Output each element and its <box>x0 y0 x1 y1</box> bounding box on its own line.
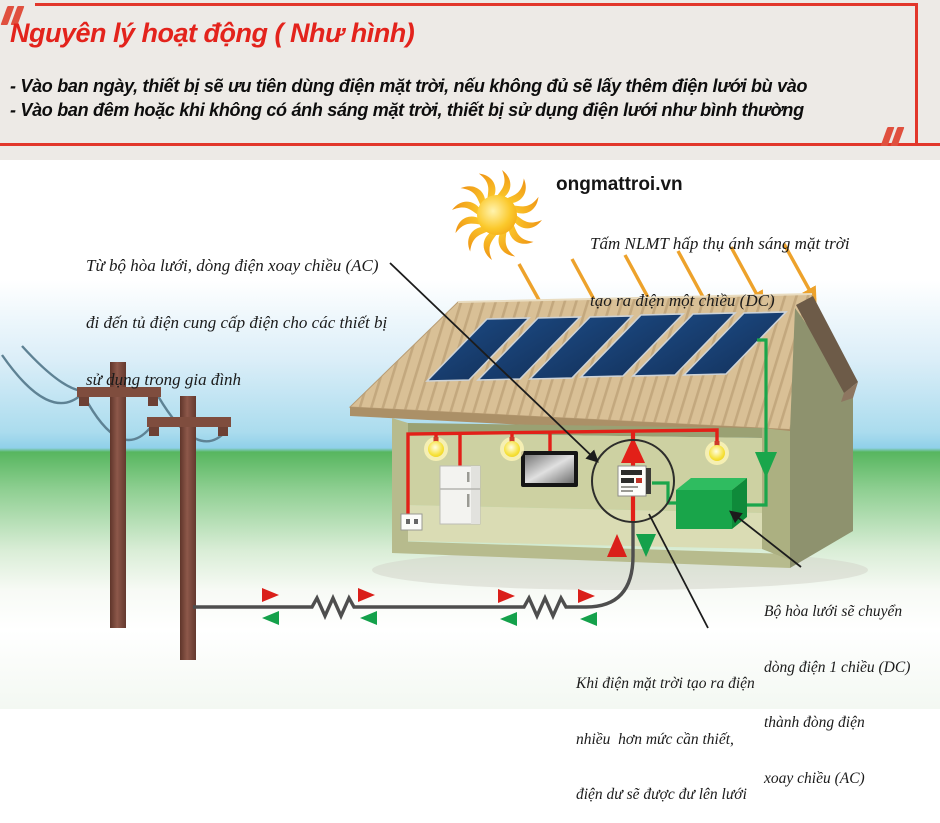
bullet-night: - Vào ban đêm hoặc khi không có ánh sáng… <box>10 100 804 120</box>
grid-line <box>193 521 635 621</box>
flow-arrows-red <box>262 534 627 603</box>
gable-fascia <box>796 296 858 393</box>
solar-panels <box>425 311 788 382</box>
note-inverter: Bộ hòa lưới sẽ chuyển dòng điện 1 chiều … <box>764 603 911 787</box>
front-bottom-wall <box>392 541 790 568</box>
interior-floor <box>408 505 762 549</box>
inverter-box <box>676 478 747 529</box>
bullet-day: - Vào ban ngày, thiết bị sẽ ưu tiên dùng… <box>10 76 808 96</box>
outlet <box>400 513 423 531</box>
meter-circle <box>591 439 675 523</box>
light-bulb <box>424 437 448 461</box>
electric-meter <box>617 465 651 497</box>
green-down-arrow <box>755 452 777 478</box>
accent-line-right <box>915 3 918 144</box>
quote-panel: Nguyên lý hoạt động ( Như hình) - Vào ba… <box>0 0 940 160</box>
accent-line-bottom <box>0 143 940 146</box>
interior-back-wall <box>408 433 762 513</box>
meter-up-arrow <box>621 437 645 463</box>
green-dc-wire <box>652 338 768 507</box>
power-pole-left <box>77 362 161 628</box>
note-surplus-power: Khi điện mặt trời tạo ra điện nhiều hơn … <box>576 675 755 803</box>
light-bulb <box>705 441 729 465</box>
watermark: ongmattroi.vn <box>556 174 683 195</box>
note-solar-panel: Tấm NLMT hấp thụ ánh sáng mặt trời tạo r… <box>590 234 850 310</box>
flow-arrows-green <box>262 534 656 626</box>
power-pole-right <box>147 396 231 660</box>
annotation-lines <box>389 262 802 629</box>
solar-diagram: ongmattroi.vn Tấm NLMT hấp thụ ánh sáng … <box>0 160 940 803</box>
diagram-canvas <box>1 169 868 660</box>
note-ac-supply: Từ bộ hòa lưới, dòng điện xoay chiều (AC… <box>86 256 388 389</box>
tv <box>521 451 578 487</box>
accent-line-top <box>35 3 918 6</box>
sun-icon <box>451 169 543 261</box>
light-bulbs <box>424 437 729 465</box>
refrigerator <box>439 465 481 525</box>
light-bulb <box>500 437 524 461</box>
page-title: Nguyên lý hoạt động ( Như hình) <box>10 18 415 48</box>
close-quote-icon <box>880 127 905 146</box>
